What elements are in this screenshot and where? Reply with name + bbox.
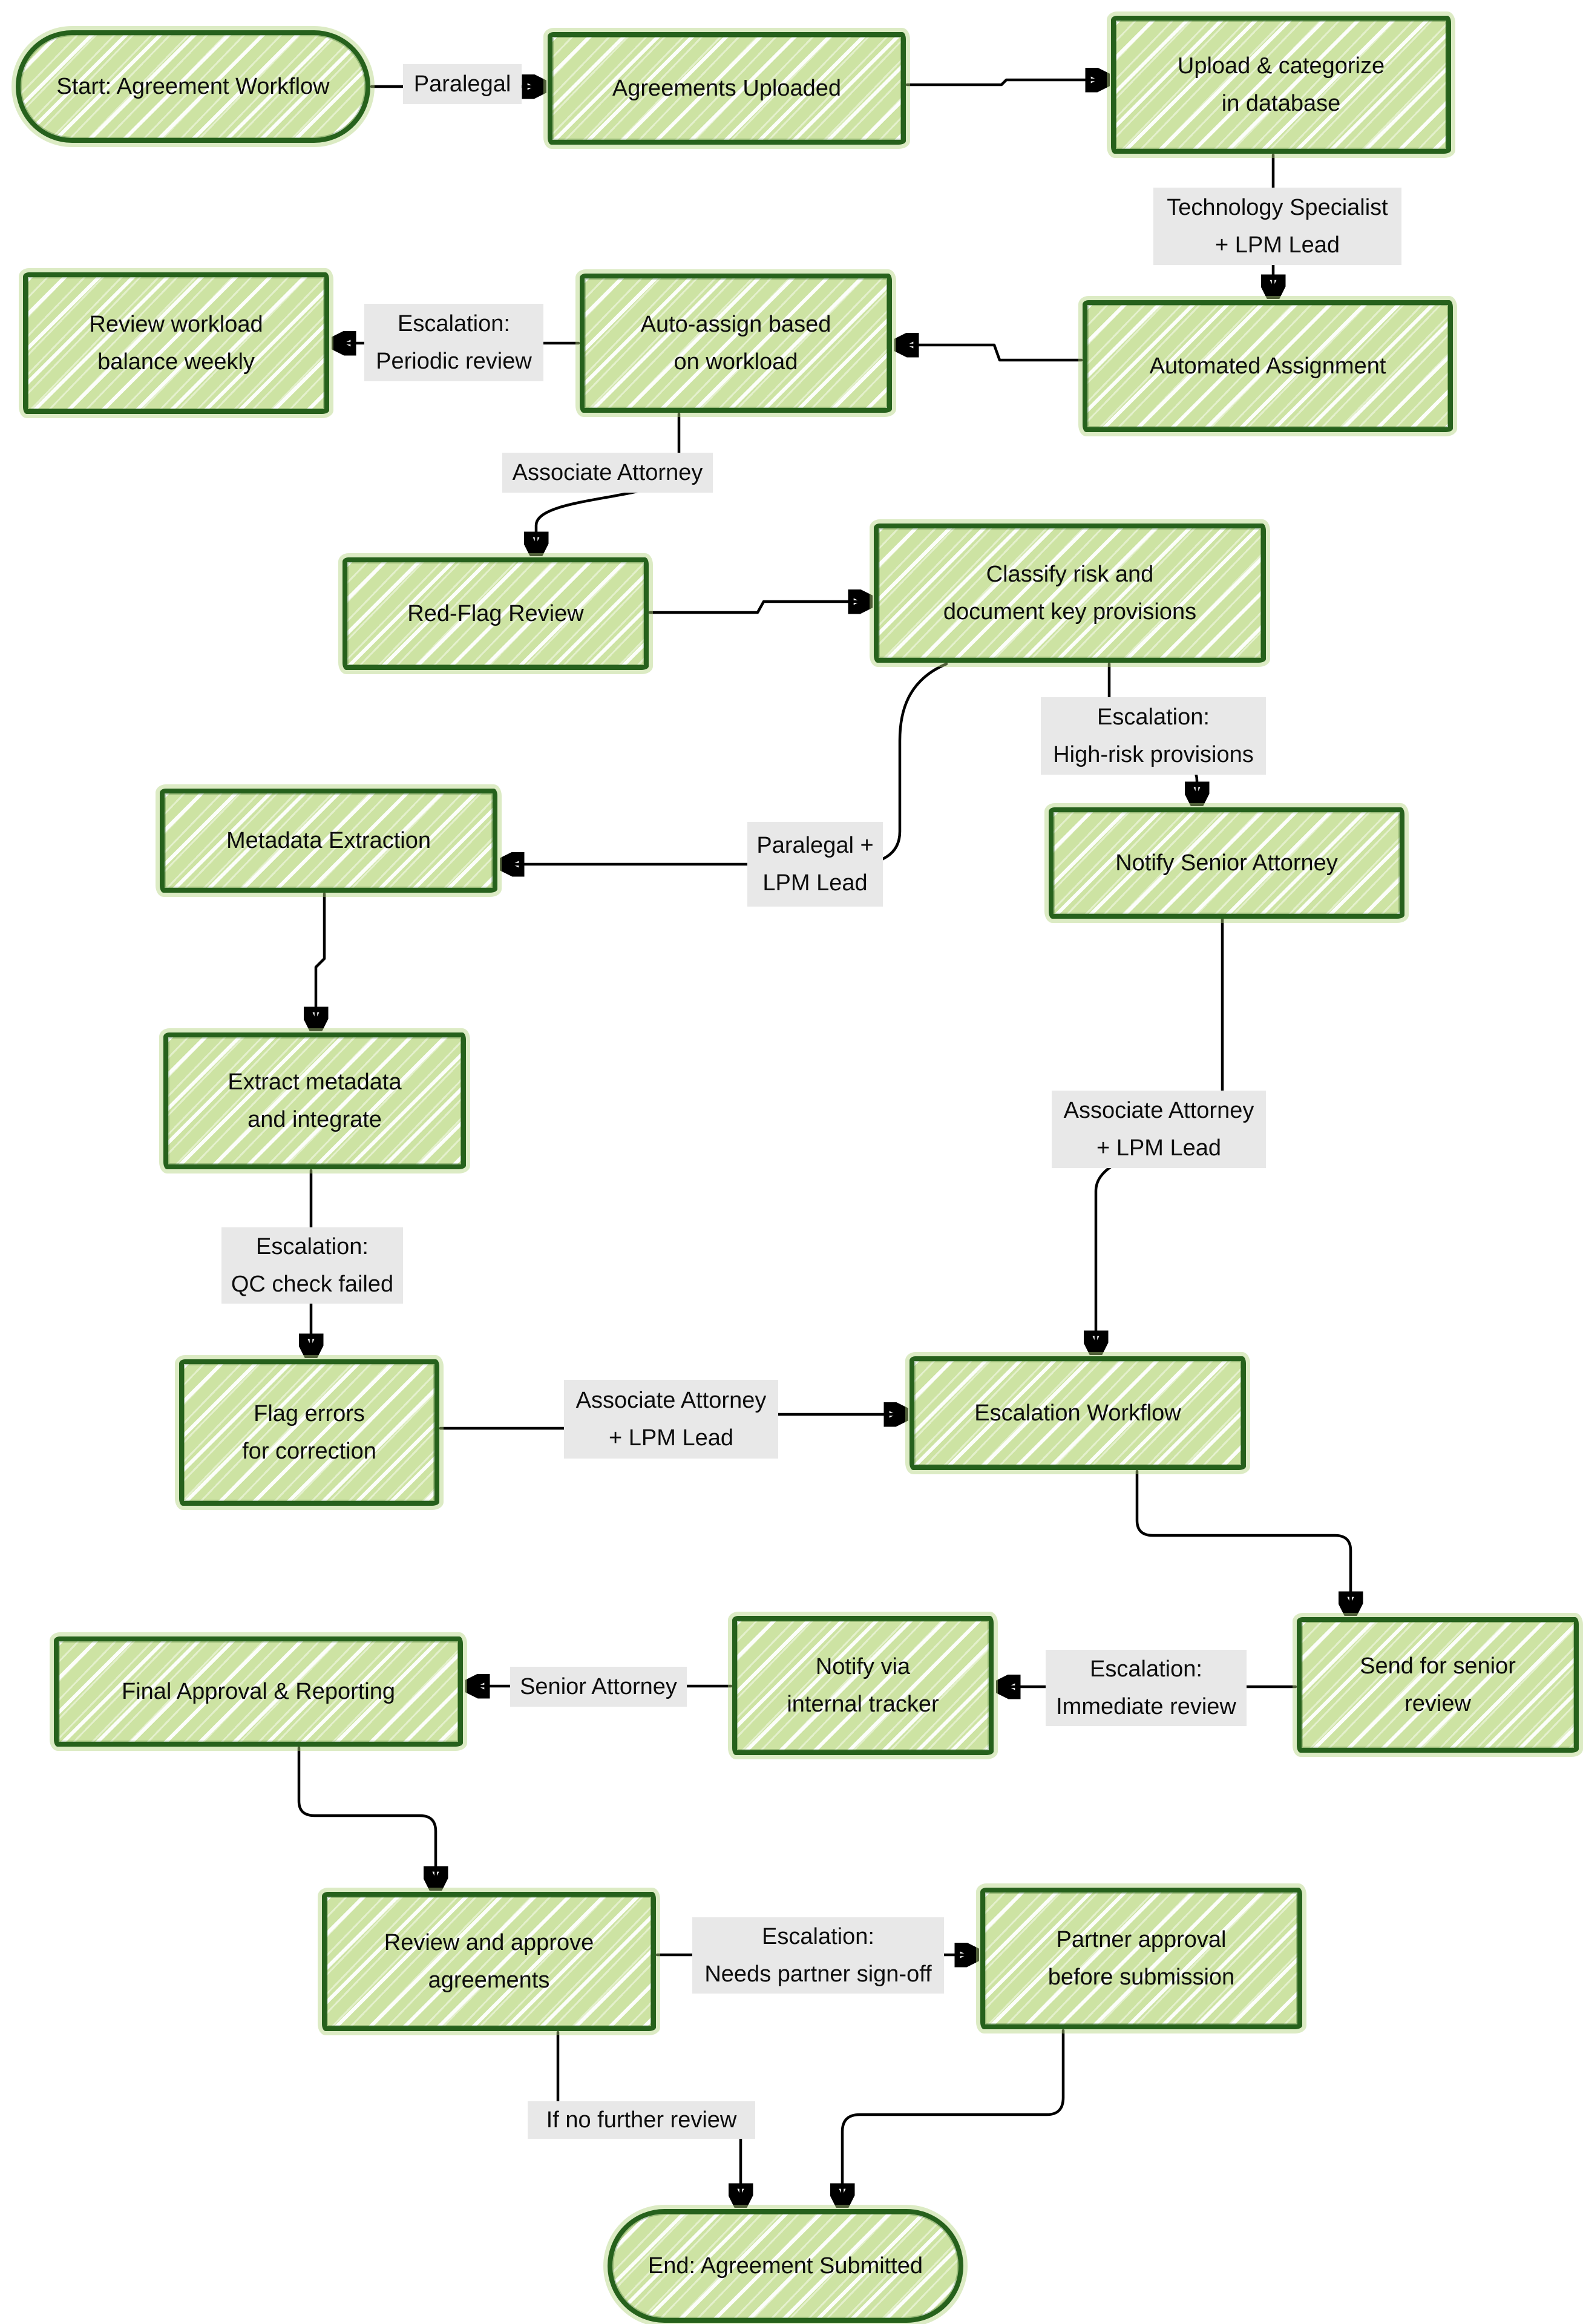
- edge-partnerapproval-to-end: [842, 2029, 1065, 2204]
- node-review-workload: Review workload balance weekly: [23, 272, 329, 414]
- edge-label-text: Immediate review: [1056, 1694, 1236, 1719]
- node-label: Extract metadata: [228, 1069, 402, 1095]
- edge-label-escalation-qc: Escalation: QC check failed: [221, 1227, 403, 1304]
- node-agreements-uploaded: Agreements Uploaded: [548, 32, 906, 145]
- edge-label-text: + LPM Lead: [609, 1425, 733, 1451]
- edge-label-escalation-periodic: Escalation: Periodic review: [364, 304, 543, 381]
- node-label: on workload: [674, 349, 798, 375]
- node-flag-errors: Flag errors for correction: [179, 1359, 439, 1506]
- node-label: Final Approval & Reporting: [121, 1679, 396, 1704]
- node-upload-categorize: Upload & categorize in database: [1111, 16, 1451, 154]
- node-label: Agreements Uploaded: [612, 76, 842, 101]
- node-label: and integrate: [247, 1107, 382, 1132]
- node-extract-metadata: Extract metadata and integrate: [163, 1032, 466, 1169]
- node-label: Start: Agreement Workflow: [56, 74, 330, 99]
- node-label: Review workload: [89, 312, 263, 337]
- node-label: Auto-assign based: [640, 312, 831, 337]
- node-label: Partner approval: [1056, 1927, 1227, 1952]
- edge-label-text: + LPM Lead: [1096, 1135, 1221, 1161]
- node-label: balance weekly: [97, 349, 255, 375]
- edge-label-escalation-immediate: Escalation: Immediate review: [1046, 1650, 1247, 1726]
- node-label: Notify Senior Attorney: [1115, 850, 1338, 876]
- edge-label-text: Associate Attorney: [575, 1388, 767, 1413]
- edge-label-text: QC check failed: [231, 1272, 394, 1297]
- edge-label-text: Needs partner sign-off: [704, 1961, 932, 1987]
- node-label: End: Agreement Submitted: [647, 2253, 923, 2279]
- node-label: Escalation Workflow: [974, 1400, 1181, 1426]
- node-label: internal tracker: [787, 1692, 939, 1717]
- edge-label-text: Escalation:: [398, 311, 510, 336]
- edge-label-associate-lpm-a: Associate Attorney + LPM Lead: [1052, 1091, 1266, 1168]
- edge-label-text: Periodic review: [376, 349, 532, 374]
- edge-label-text: Escalation:: [762, 1924, 874, 1949]
- node-classify-risk: Classify risk and document key provision…: [874, 524, 1266, 663]
- node-send-senior-review: Send for senior review: [1297, 1617, 1579, 1753]
- node-notify-tracker: Notify via internal tracker: [732, 1616, 994, 1755]
- edge-label-text: High-risk provisions: [1053, 742, 1254, 767]
- node-label: Red-Flag Review: [407, 601, 584, 626]
- edge-label-text: Technology Specialist: [1167, 195, 1388, 220]
- edge-label-escalation-high-risk: Escalation: High-risk provisions: [1041, 697, 1266, 775]
- node-label: Notify via: [815, 1654, 911, 1679]
- node-final-approval: Final Approval & Reporting: [54, 1636, 463, 1747]
- edge-label-associate-attorney: Associate Attorney: [502, 453, 713, 493]
- node-label: for correction: [242, 1439, 376, 1464]
- edge-label-text: Associate Attorney: [1063, 1098, 1254, 1123]
- node-label: agreements: [428, 1968, 550, 1993]
- node-partner-approval: Partner approval before submission: [980, 1888, 1302, 2029]
- node-escalation-workflow: Escalation Workflow: [909, 1356, 1246, 1470]
- edge-label-text: Escalation:: [1090, 1656, 1202, 1682]
- node-end: End: Agreement Submitted: [608, 2209, 963, 2323]
- node-label: Review and approve: [384, 1930, 594, 1955]
- edge-finalapproval-to-reviewapprove: [297, 1746, 436, 1887]
- node-label: before submission: [1047, 1965, 1235, 1990]
- edge-label-text: Paralegal: [413, 71, 511, 97]
- node-red-flag-review: Red-Flag Review: [342, 557, 649, 670]
- node-label: Flag errors: [254, 1401, 365, 1426]
- node-label: review: [1404, 1691, 1471, 1716]
- edge-label-text: LPM Lead: [762, 870, 868, 896]
- node-auto-assign: Auto-assign based on workload: [580, 274, 892, 413]
- edge-automated-to-autoassign: [898, 345, 1083, 362]
- edge-escalationwf-to-sendsenior: [1135, 1469, 1351, 1612]
- edge-agreements-to-upload: [905, 80, 1106, 85]
- node-review-approve: Review and approve agreements: [322, 1892, 656, 2031]
- edge-label-text: + LPM Lead: [1215, 232, 1340, 258]
- node-label: Send for senior: [1360, 1653, 1516, 1679]
- edge-metadata-to-extract: [316, 892, 324, 1028]
- edge-label-if-no-further-review: If no further review: [528, 2101, 755, 2139]
- node-label: Classify risk and: [986, 562, 1154, 587]
- edge-label-text: Associate Attorney: [512, 460, 703, 485]
- edge-label-associate-lpm-b: Associate Attorney + LPM Lead: [564, 1380, 778, 1459]
- edge-redflag-to-classify: [648, 602, 869, 614]
- node-automated-assignment: Automated Assignment: [1083, 300, 1453, 432]
- node-label: Automated Assignment: [1149, 353, 1386, 379]
- edge-label-text: Paralegal +: [756, 833, 874, 858]
- edge-label-senior-attorney: Senior Attorney: [510, 1667, 687, 1707]
- node-label: in database: [1221, 91, 1341, 116]
- edge-label-paralegal-lpm: Paralegal + LPM Lead: [747, 822, 883, 907]
- edge-label-text: Senior Attorney: [520, 1674, 677, 1699]
- edge-label-paralegal: Paralegal: [403, 64, 522, 104]
- edge-label-technology-specialist: Technology Specialist + LPM Lead: [1153, 188, 1401, 265]
- edge-label-text: If no further review: [546, 2107, 737, 2133]
- edge-label-text: Escalation:: [1097, 704, 1210, 730]
- node-label: Upload & categorize: [1177, 53, 1385, 79]
- node-label: document key provisions: [943, 599, 1197, 625]
- edge-label-text: Escalation:: [256, 1234, 369, 1259]
- edge-label-escalation-partner: Escalation: Needs partner sign-off: [692, 1917, 944, 1994]
- node-label: Metadata Extraction: [226, 828, 431, 853]
- node-metadata-extraction: Metadata Extraction: [160, 789, 497, 893]
- node-start: Start: Agreement Workflow: [16, 30, 370, 143]
- node-notify-senior-attorney: Notify Senior Attorney: [1049, 807, 1404, 919]
